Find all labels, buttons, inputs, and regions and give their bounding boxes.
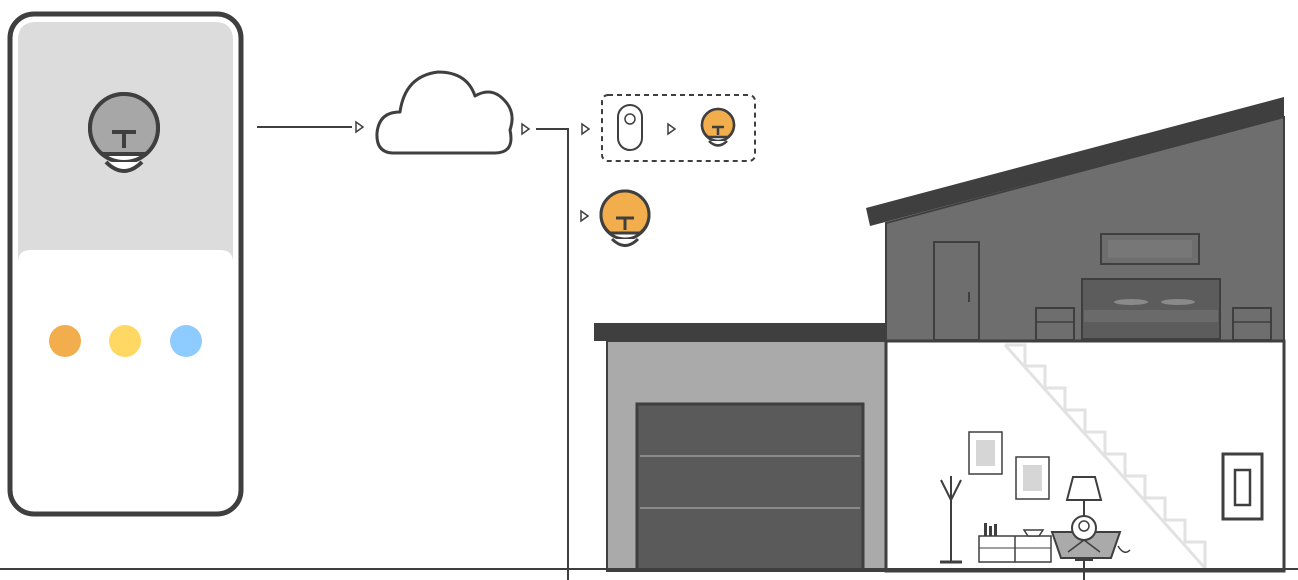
garage [594,323,888,571]
bedroom-door [934,242,979,340]
upper-floor [866,97,1284,341]
lightbulb-on-icon[interactable] [601,191,649,246]
house [594,97,1284,571]
bed [1082,279,1220,339]
cloud-icon [377,72,512,153]
ground-floor [886,341,1284,571]
connector-cloud-devices [522,124,589,580]
connector-phone-cloud [257,122,363,132]
smart-switch-icon[interactable] [618,105,642,150]
color-dot-yellow[interactable] [109,325,141,357]
arrow-head [668,124,675,134]
lightbulb-on-icon[interactable] [702,109,734,146]
color-dot-blue[interactable] [170,325,202,357]
color-dot-orange[interactable] [49,325,81,357]
nightstand-right [1233,308,1271,340]
smartphone [10,14,241,514]
nightstand-left [1036,308,1074,340]
garage-door[interactable] [637,404,863,570]
garage-roof [594,323,888,341]
switch-bulb-group [602,95,755,161]
arrow-head [356,122,363,132]
wall-switch-icon[interactable] [1223,454,1262,519]
